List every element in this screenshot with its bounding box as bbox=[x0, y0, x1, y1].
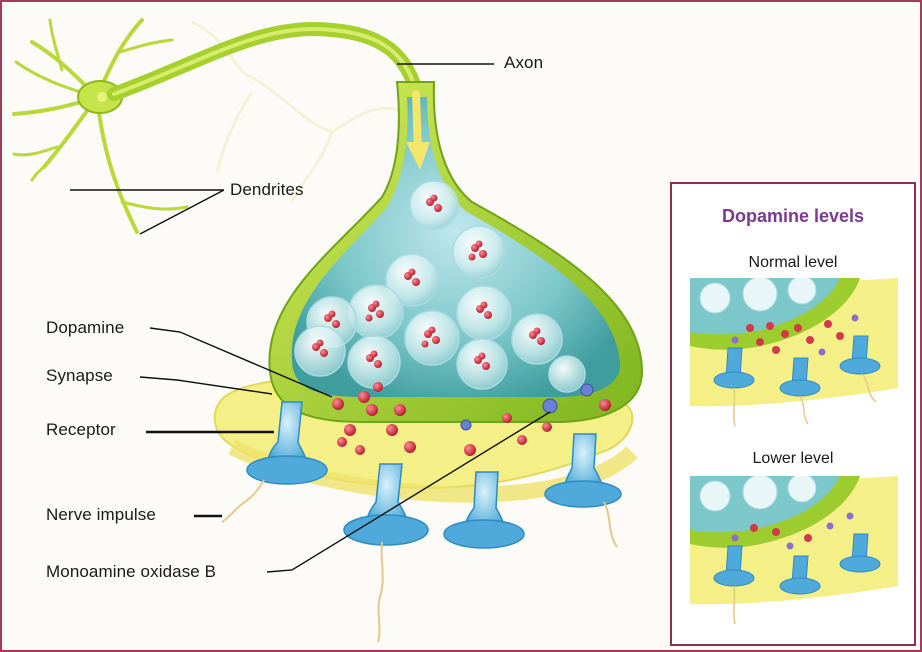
nerve-impulse-label: Nerve impulse bbox=[46, 505, 156, 525]
normal-level-diagram bbox=[690, 278, 898, 428]
synapse-label: Synapse bbox=[46, 366, 113, 386]
mao-b-label: Monoamine oxidase B bbox=[46, 562, 216, 582]
lower-level-label: Lower level bbox=[672, 450, 914, 468]
normal-level-label: Normal level bbox=[672, 254, 914, 272]
nucleus bbox=[97, 92, 107, 102]
dendrites-leader-2 bbox=[140, 190, 224, 234]
inset-title: Dopamine levels bbox=[672, 206, 914, 227]
neuron-dendrites bbox=[14, 20, 187, 232]
dendrites-label: Dendrites bbox=[230, 180, 304, 200]
axon-label: Axon bbox=[504, 53, 543, 73]
dopamine-levels-inset: Dopamine levels Normal level bbox=[670, 182, 916, 646]
dopamine-label: Dopamine bbox=[46, 318, 124, 338]
lower-level-diagram bbox=[690, 476, 898, 626]
receptor-label: Receptor bbox=[46, 420, 116, 440]
